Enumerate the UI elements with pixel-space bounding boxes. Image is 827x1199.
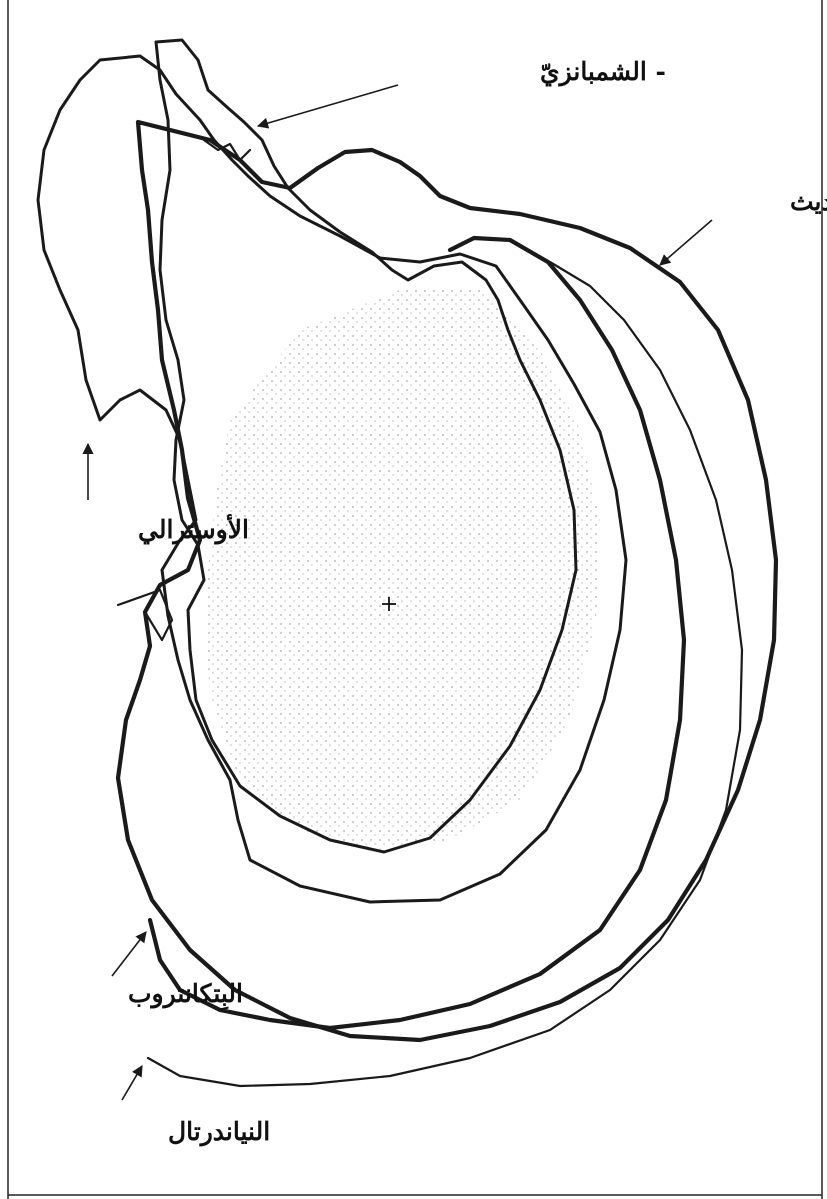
chimpanzee-arrow (258, 85, 398, 126)
label-neanderthal: النياندرتال (168, 1117, 270, 1147)
inner-stippled-area (205, 290, 600, 850)
pithecanthropus-arrow (112, 932, 146, 976)
label-modern-human: الإنسان الحديث (790, 187, 827, 217)
modern-human-arrow (660, 220, 712, 265)
label-australopithecus: الأوسترالي (138, 512, 249, 545)
label-chimpanzee: - الشمبانزيّ (540, 57, 666, 87)
label-pithecanthropus: البِتكانتروب (128, 979, 243, 1010)
neanderthal-arrow (122, 1066, 142, 1100)
